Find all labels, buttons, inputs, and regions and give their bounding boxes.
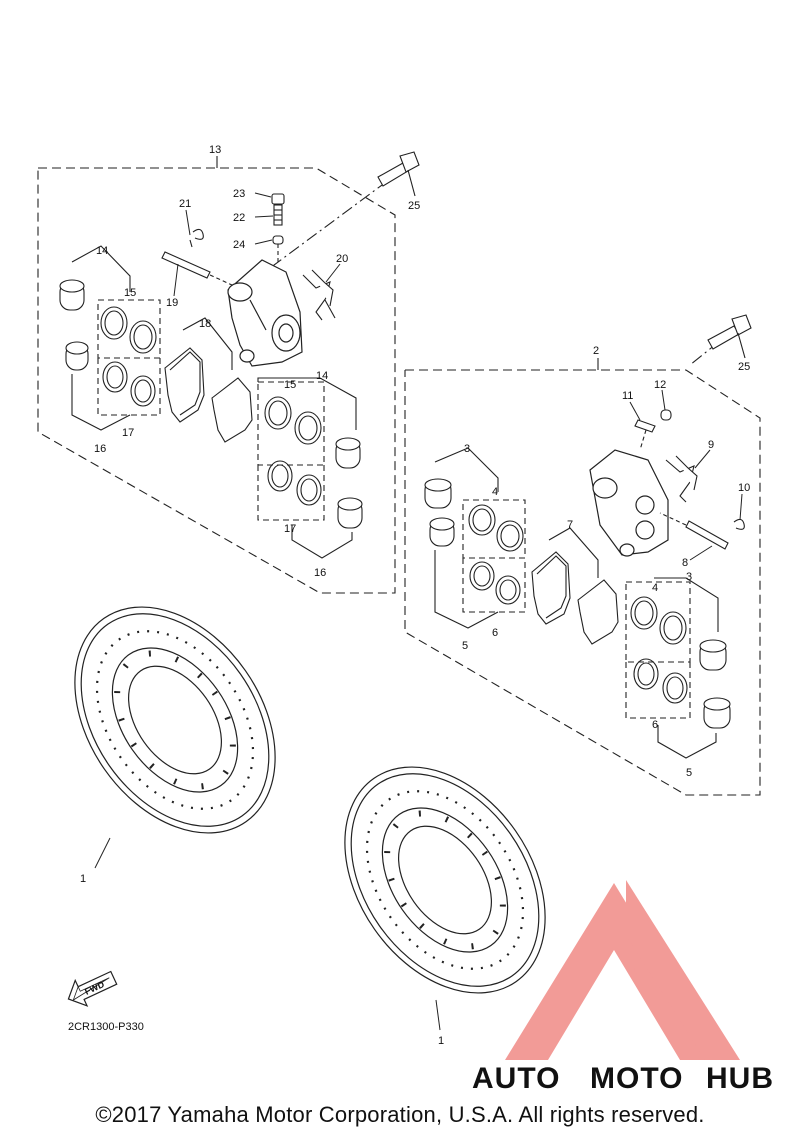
copyright-notice: ©2017 Yamaha Motor Corporation, U.S.A. A… <box>95 1102 705 1127</box>
bleeder-valve-right <box>634 409 672 451</box>
callout-4-a: 4 <box>492 486 498 498</box>
brake-pads-left <box>164 317 253 443</box>
pistons-right-outer <box>424 447 499 629</box>
callout-11: 11 <box>622 390 633 402</box>
caliper-assembly-left <box>37 156 396 594</box>
watermark-hub: HUB <box>706 1062 774 1095</box>
callout-4-b: 4 <box>652 582 658 594</box>
callout-17-a: 17 <box>122 427 134 439</box>
callout-18: 18 <box>199 318 211 330</box>
pistons-left-outer <box>59 245 131 431</box>
leader-lines <box>94 192 743 1031</box>
caliper-body-right <box>589 449 669 557</box>
callout-25-b: 25 <box>738 361 750 373</box>
seals-left-outer <box>97 299 161 416</box>
bleeder-valve-left <box>271 193 285 262</box>
fwd-arrow-icon: FWD <box>67 970 118 1007</box>
pad-pin-right <box>659 512 745 550</box>
seals-left-inner <box>257 377 357 521</box>
callout-15-a: 15 <box>124 287 136 299</box>
callout-1-left: 1 <box>80 873 86 885</box>
watermark-moto: MOTO <box>590 1062 683 1095</box>
callout-5-b: 5 <box>686 767 692 779</box>
callout-1-right: 1 <box>438 1035 444 1047</box>
callout-9: 9 <box>708 439 714 451</box>
callout-5-a: 5 <box>462 640 468 652</box>
callout-24: 24 <box>233 239 245 251</box>
watermark-auto: AUTO <box>472 1062 560 1095</box>
pistons-left-inner <box>291 437 363 559</box>
callout-16-b: 16 <box>314 567 326 579</box>
callout-6-b: 6 <box>652 719 658 731</box>
brake-pads-right <box>531 527 619 645</box>
callout-17-b: 17 <box>284 523 296 535</box>
brake-disc-right <box>344 766 546 994</box>
callout-labels: 1 1 2 3 3 4 4 5 5 6 6 7 8 9 10 11 12 13 … <box>80 144 750 1047</box>
caliper-assembly-right <box>404 358 761 796</box>
callout-20: 20 <box>336 253 348 265</box>
callout-19: 19 <box>166 297 178 309</box>
brake-disc-left <box>74 606 276 834</box>
callout-10: 10 <box>738 482 750 494</box>
callout-14-a: 14 <box>96 245 108 257</box>
pad-spring-left <box>302 269 336 321</box>
callout-25-a: 25 <box>408 200 420 212</box>
diagram-code: 2CR1300-P330 <box>68 1021 144 1033</box>
callout-8: 8 <box>682 557 688 569</box>
pad-pin-left <box>161 228 233 286</box>
seals-right-inner <box>625 577 719 719</box>
callout-2: 2 <box>593 345 599 357</box>
callout-13: 13 <box>209 144 221 156</box>
callout-7: 7 <box>567 519 573 531</box>
seals-right-outer <box>462 499 526 613</box>
pad-spring-right <box>665 455 698 503</box>
callout-22: 22 <box>233 212 245 224</box>
callout-3-a: 3 <box>464 443 470 455</box>
callout-16-a: 16 <box>94 443 106 455</box>
watermark-logo <box>505 880 740 1060</box>
callout-12: 12 <box>654 379 666 391</box>
callout-21: 21 <box>179 198 191 210</box>
callout-6-a: 6 <box>492 627 498 639</box>
caliper-body-left <box>227 259 303 367</box>
callout-23: 23 <box>233 188 245 200</box>
bolt-right <box>689 314 752 366</box>
callout-3-b: 3 <box>686 571 692 583</box>
callout-15-b: 15 <box>284 379 296 391</box>
callout-14-b: 14 <box>316 370 328 382</box>
pistons-right-inner <box>657 639 731 759</box>
bolt-left <box>269 151 420 269</box>
